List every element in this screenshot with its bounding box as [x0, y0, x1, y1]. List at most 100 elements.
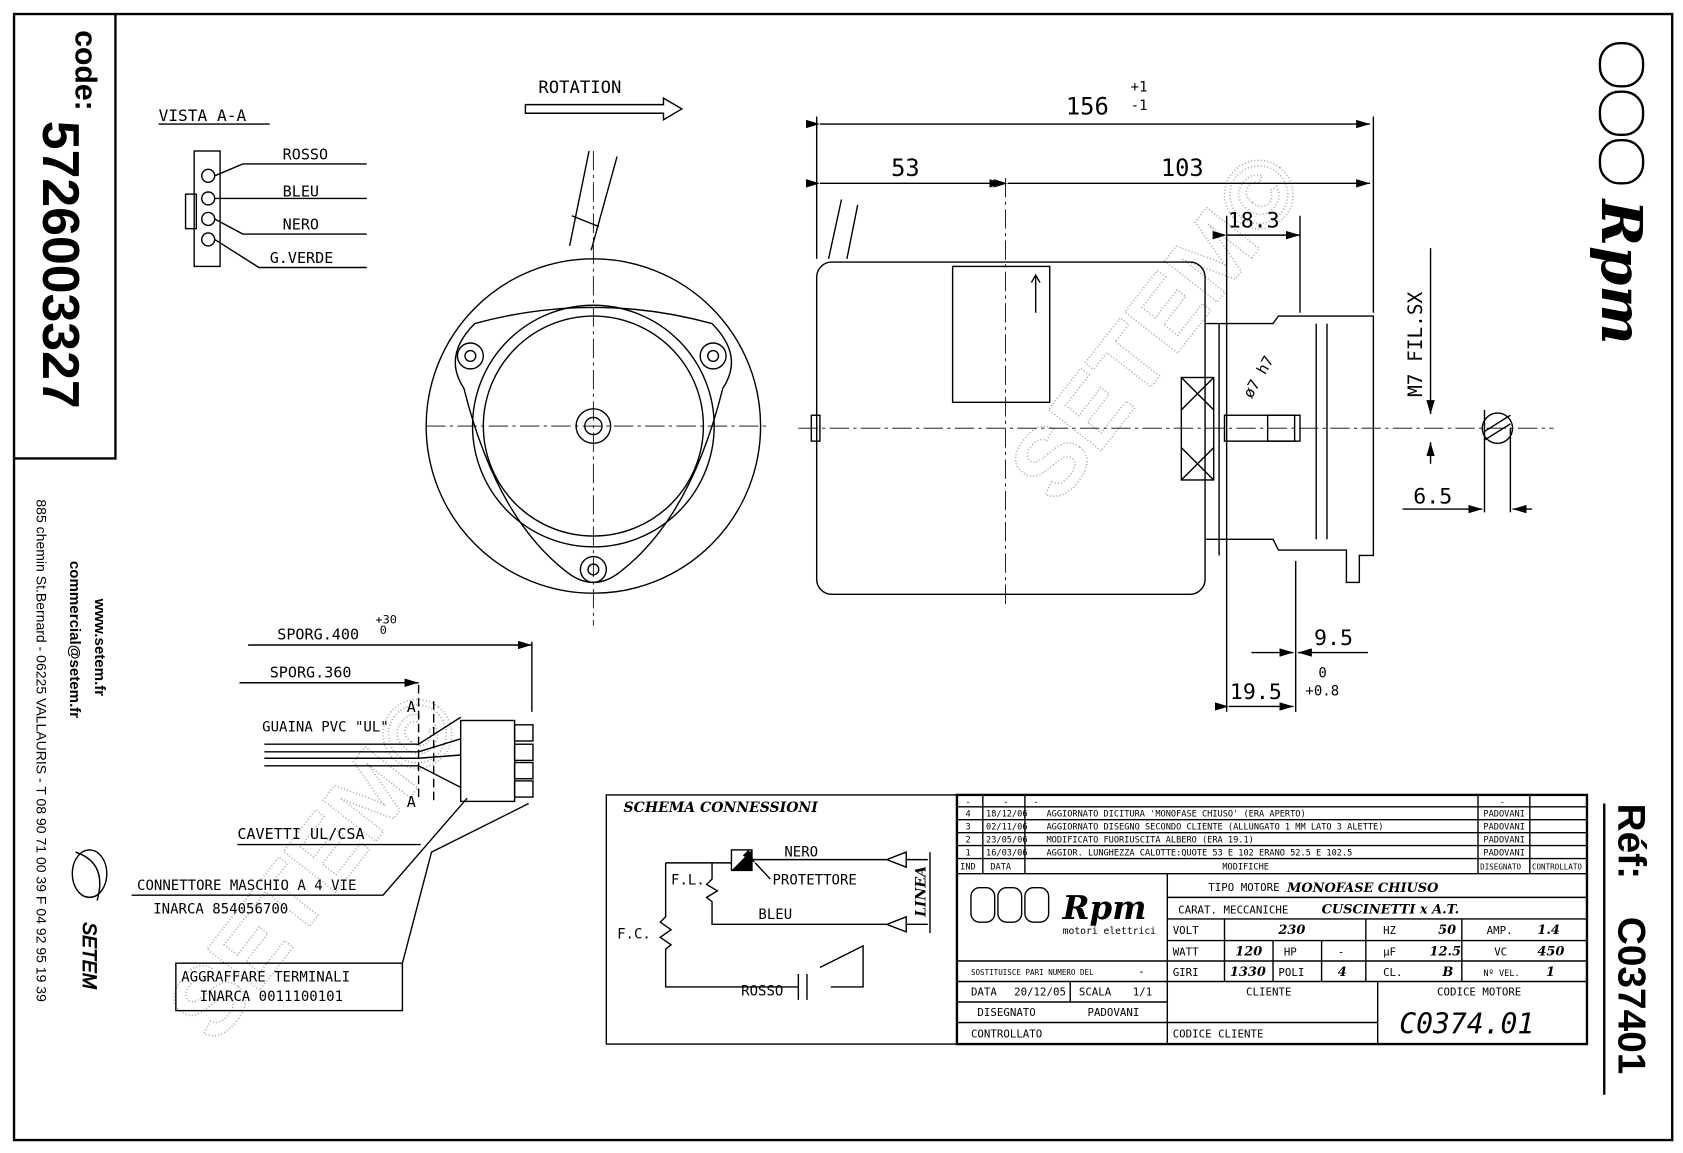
svg-text:CLIENTE: CLIENTE	[1246, 986, 1291, 999]
svg-text:-: -	[1138, 965, 1144, 978]
svg-text:4: 4	[1338, 965, 1347, 980]
wire-label-rosso: ROSSO	[283, 146, 328, 164]
svg-text:POLI: POLI	[1278, 966, 1304, 979]
connettore-label: CONNETTORE MASCHIO A 4 VIE	[137, 878, 356, 894]
svg-text:230: 230	[1277, 923, 1305, 938]
company-website: www.setem.fr	[91, 598, 108, 697]
svg-text:CONTROLLATO: CONTROLLATO	[971, 1028, 1042, 1041]
svg-text:18/12/06: 18/12/06	[986, 809, 1027, 819]
svg-text:SOSTITUISCE PARI NUMERO DEL: SOSTITUISCE PARI NUMERO DEL	[971, 968, 1094, 977]
connector-end-view	[184, 150, 221, 268]
svg-text:MODIFICATO FUORIUSCITA ALBERO: MODIFICATO FUORIUSCITA ALBERO (ERA 19.1)	[1046, 835, 1253, 845]
svg-text:HZ: HZ	[1383, 924, 1396, 937]
svg-text:µF: µF	[1383, 946, 1396, 959]
schema-title: SCHEMA CONNESSIONI	[624, 800, 819, 816]
schema-linea: LINEA	[914, 866, 930, 918]
svg-text:CARAT. MECCANICHE: CARAT. MECCANICHE	[1178, 904, 1288, 917]
svg-text:-: -	[966, 798, 971, 808]
sporg-400-tol-bottom: 0	[380, 623, 387, 637]
wire-label-bleu: BLEU	[283, 182, 319, 200]
wiring-schema: SCHEMA CONNESSIONI NERO PROTETTORE F.L. …	[605, 794, 958, 1045]
svg-text:1: 1	[966, 848, 971, 858]
svg-text:Nº VEL.: Nº VEL.	[1483, 969, 1519, 979]
motor-front-view	[425, 150, 766, 626]
revision-row: 2 23/05/06 MODIFICATO FUORIUSCITA ALBERO (…	[966, 835, 1525, 845]
rpm-logo: Rpm	[1588, 41, 1654, 345]
svg-text:HP: HP	[1284, 946, 1297, 959]
rotation-label: ROTATION	[538, 78, 621, 98]
dim-rear: 103	[1161, 154, 1204, 182]
company-address: 885 chemin St.Bernard - 06225 VALLAURIS …	[34, 499, 50, 1002]
svg-text:SCALA: SCALA	[1079, 986, 1112, 999]
aggraffare-label: AGGRAFFARE TERMINALI	[181, 970, 350, 986]
dim-19-5-tol-top: 0	[1318, 665, 1326, 681]
svg-text:CUSCINETTI x A.T.: CUSCINETTI x A.T.	[1322, 903, 1460, 918]
motor-side-view	[798, 177, 1554, 605]
svg-text:16/03/06: 16/03/06	[986, 848, 1027, 858]
section-mark-a-bottom: A	[407, 793, 416, 811]
schema-rosso: ROSSO	[741, 984, 783, 1000]
svg-text:GIRI: GIRI	[1173, 966, 1199, 979]
sporg-400-tol-top: +30	[375, 612, 396, 626]
svg-text:-: -	[1338, 946, 1344, 959]
ref-label: Réf:	[1609, 804, 1652, 879]
dim-9-5: 9.5	[1314, 626, 1353, 651]
codice-motore-value: C0374.01	[1399, 1007, 1534, 1040]
company-email: commercial@setem.fr	[66, 561, 83, 718]
svg-text:DATA: DATA	[990, 862, 1012, 872]
shaft-section	[1481, 412, 1514, 444]
svg-text:DISEGNATO: DISEGNATO	[1480, 862, 1521, 871]
dim-flat: 6.5	[1413, 485, 1452, 510]
svg-text:PADOVANI: PADOVANI	[1087, 1006, 1139, 1019]
dimensions: 156 +1 -1 53 103 18.3 M7 FIL.SX ø7 h7 6.…	[805, 80, 1532, 712]
svg-text:Rpm: Rpm	[1062, 889, 1147, 927]
svg-text:CL.: CL.	[1383, 966, 1402, 979]
rpm-logo-small: Rpm motori elettrici	[970, 886, 1156, 937]
dim-shaft-dia: ø7 h7	[1239, 353, 1277, 401]
svg-text:MONOFASE CHIUSO: MONOFASE CHIUSO	[1286, 881, 1439, 896]
svg-text:-: -	[1500, 798, 1505, 808]
svg-text:CONTROLLATO: CONTROLLATO	[1532, 862, 1582, 871]
ref-value: C037401	[1609, 917, 1652, 1075]
svg-text:TIPO MOTORE: TIPO MOTORE	[1208, 881, 1279, 894]
dim-front: 53	[891, 154, 920, 182]
svg-text:AGGIORNATO DISEGNO SECONDO CLI: AGGIORNATO DISEGNO SECONDO CLIENTE (ALLU…	[1046, 822, 1383, 832]
svg-text:CODICE CLIENTE: CODICE CLIENTE	[1173, 1028, 1264, 1041]
section-mark-a-top: A	[407, 698, 416, 716]
svg-text:50: 50	[1438, 923, 1456, 938]
svg-text:AMP.: AMP.	[1487, 924, 1513, 937]
svg-text:20/12/05: 20/12/05	[1014, 986, 1066, 999]
dim-18-3: 18.3	[1228, 209, 1280, 234]
schema-fc: F.C.	[617, 926, 651, 942]
svg-text:DATA: DATA	[971, 986, 997, 999]
svg-text:B: B	[1441, 965, 1453, 980]
schema-fl: F.L.	[671, 872, 705, 888]
svg-text:PADOVANI: PADOVANI	[1483, 822, 1524, 832]
sporg-360: SPORG.360	[270, 663, 352, 681]
dim-overall-tol-minus: -1	[1131, 98, 1148, 114]
cavetti-label: CAVETTI UL/CSA	[237, 825, 364, 843]
vista-title: VISTA A-A	[159, 106, 247, 125]
svg-text:1: 1	[1546, 965, 1555, 980]
schema-nero: NERO	[784, 844, 818, 860]
dim-thread: M7 FIL.SX	[1404, 291, 1427, 396]
svg-text:PADOVANI: PADOVANI	[1483, 835, 1524, 845]
sporg-400: SPORG.400	[277, 626, 359, 644]
svg-text:120: 120	[1235, 945, 1262, 960]
rating-label-area	[951, 265, 1051, 404]
svg-text:DISEGNATO: DISEGNATO	[977, 1006, 1035, 1019]
rotation-arrow-icon	[524, 96, 684, 121]
company-info: www.setem.fr commercial@setem.fr 885 che…	[34, 499, 108, 1002]
svg-text:SETEM: SETEM	[78, 922, 100, 990]
svg-text:Rpm: Rpm	[1588, 198, 1654, 345]
connettore-ref: INARCA 854056700	[153, 902, 288, 918]
cable-assembly: SPORG.400 +30 0 SPORG.360 A A GUAINA PVC…	[131, 612, 534, 1012]
svg-text:23/05/06: 23/05/06	[986, 835, 1027, 845]
wire-label-gverde: G.VERDE	[270, 249, 334, 267]
svg-text:2: 2	[966, 835, 971, 845]
